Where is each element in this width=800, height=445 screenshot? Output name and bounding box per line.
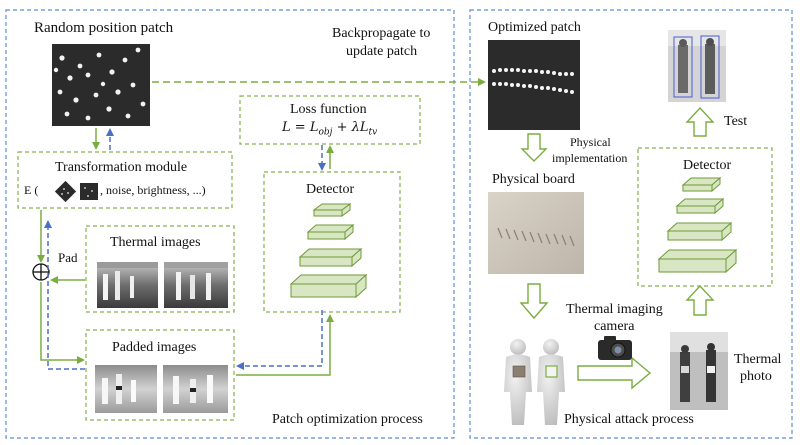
padded-image-1: [95, 365, 157, 413]
thermal-camera-label-line1: Thermal imaging: [566, 302, 663, 317]
thermal-images-label: Thermal images: [110, 235, 201, 250]
loss-formula-lhs: L: [282, 120, 291, 135]
rotate-patch-thumbnail: [54, 180, 77, 203]
backprop-label-line1: Backpropagate to: [332, 26, 431, 41]
scale-patch-thumbnail: [80, 183, 98, 200]
detector-box-left: [263, 171, 401, 313]
patch-optimization-process-label: Patch optimization process: [272, 412, 423, 427]
random-position-patch-image: [52, 44, 150, 126]
thermal-image-1: [97, 262, 158, 308]
thermal-camera-icon: [598, 336, 632, 360]
detector-label-left: Detector: [306, 182, 355, 197]
test-detection-image: [668, 30, 726, 102]
transformation-module-title: Transformation module: [55, 160, 188, 175]
physical-attack-process-label: Physical attack process: [564, 412, 694, 427]
green-arrows-left: [37, 128, 334, 376]
backprop-label-line2: update patch: [346, 44, 418, 59]
loss-formula: L = Lobj + λLtv: [282, 120, 378, 138]
physical-impl-line1: Physical: [570, 135, 611, 149]
thermal-images-box: [85, 225, 235, 313]
padded-image-2: [163, 365, 228, 413]
transformation-formula-prefix: E (: [24, 183, 39, 197]
physical-board-image: [488, 192, 584, 274]
loss-function-title: Loss function: [290, 102, 367, 117]
thermal-photo-image: [670, 332, 728, 410]
random-patch-label: Random position patch: [34, 20, 174, 36]
physical-impl-line2: implementation: [552, 151, 628, 165]
thermal-photo-label-line2: photo: [740, 369, 772, 384]
optimized-patch-label: Optimized patch: [488, 20, 581, 35]
loss-formula-term1: L: [309, 120, 319, 135]
physical-attack-panel: [469, 9, 793, 439]
detector-label-right: Detector: [683, 158, 732, 173]
thermal-photo-label-line1: Thermal: [734, 352, 782, 367]
loss-formula-plus: +: [336, 120, 348, 135]
padded-images-box: [85, 329, 235, 421]
loss-formula-term1-sub: obj: [318, 127, 333, 138]
loss-formula-lambda: λ: [351, 120, 360, 135]
patch-optimization-panel: [5, 9, 455, 439]
loss-formula-equals: =: [294, 120, 306, 135]
thermal-image-2: [164, 262, 228, 308]
optimized-patch-image: [488, 40, 580, 130]
detector-box-right: [637, 147, 773, 287]
mannequin-figures: [504, 339, 565, 425]
physical-board-label: Physical board: [492, 172, 575, 187]
hollow-arrows: [519, 106, 715, 390]
thermal-camera-label-line2: camera: [594, 319, 635, 334]
test-label: Test: [724, 114, 748, 129]
loss-formula-term2: L: [359, 120, 369, 135]
blue-arrows-left: [44, 128, 326, 370]
transformation-module-box: [17, 151, 233, 209]
pad-operator-symbol: [32, 263, 50, 281]
loss-function-box: [239, 95, 421, 145]
padded-images-label: Padded images: [112, 340, 197, 355]
loss-formula-term2-sub: tv: [368, 127, 378, 138]
detector-layers-right: [657, 176, 738, 274]
transformation-formula-suffix: , noise, brightness, ...): [100, 183, 206, 197]
detector-layers-left: [289, 203, 368, 299]
pad-label: Pad: [58, 250, 78, 265]
